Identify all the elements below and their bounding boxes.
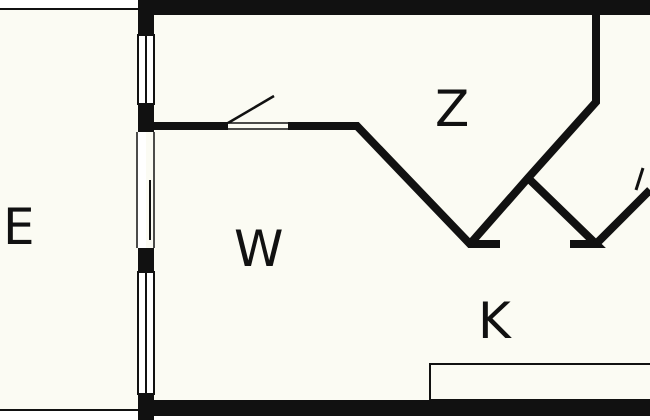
room-label-w: W	[234, 220, 283, 278]
room-label-k: K	[478, 292, 512, 350]
room-label-z: Z	[435, 80, 469, 138]
kitchen-counter	[429, 363, 650, 401]
room-e-borders	[0, 8, 138, 411]
door-leaf	[227, 94, 275, 125]
kitchen-wall-fragment	[634, 167, 645, 191]
doorway-e-w	[136, 132, 155, 248]
interior-walls	[150, 10, 650, 248]
room-e-floor	[0, 9, 138, 411]
room-label-e: E	[3, 198, 35, 256]
door-w-z	[227, 94, 288, 130]
windows	[137, 34, 155, 395]
outer-walls	[138, 0, 650, 420]
floor-area	[146, 9, 650, 411]
